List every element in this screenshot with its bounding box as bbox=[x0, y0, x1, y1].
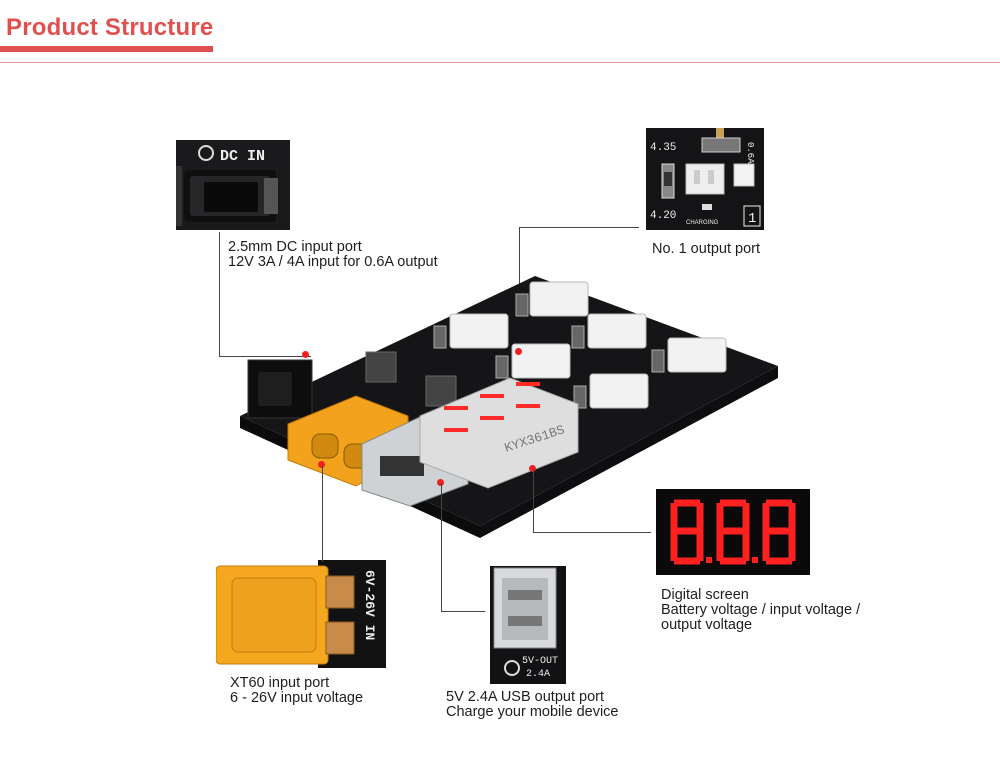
no1-v-lo: 4.20 bbox=[650, 210, 676, 222]
no1-output-callout: No. 1 output port bbox=[652, 241, 761, 257]
marker-xt60 bbox=[318, 461, 325, 468]
dc-leader-v bbox=[219, 232, 220, 356]
digital-screen-photo bbox=[656, 489, 810, 575]
display-leader-h bbox=[533, 532, 651, 533]
marker-usb bbox=[437, 479, 444, 486]
xt60-callout: XT60 input port 6 - 26V input voltage bbox=[230, 675, 364, 706]
no1-charging: CHARGING bbox=[686, 220, 719, 226]
usb-leader-h bbox=[441, 611, 485, 612]
marker-display bbox=[529, 465, 536, 472]
no1-output-port-photo: 4.35 0.6A 4.20 CHARGING 1 bbox=[646, 128, 764, 230]
usb-leader-v bbox=[441, 483, 442, 611]
header-divider bbox=[0, 62, 1000, 63]
page-header: Product Structure bbox=[0, 0, 1000, 64]
usb-rating-1: 5V-OUT bbox=[522, 656, 558, 667]
dc-leader-h bbox=[219, 356, 311, 357]
digital-screen-callout: Digital screen Battery voltage / input v… bbox=[661, 587, 861, 633]
no1-number: 1 bbox=[748, 211, 756, 227]
usb-callout: 5V 2.4A USB output port Charge your mobi… bbox=[446, 689, 619, 720]
dc-in-silkscreen: DC IN bbox=[220, 148, 265, 165]
usb-port-photo: 5V-OUT 2.4A bbox=[490, 566, 566, 684]
xt60-range-silkscreen: 6V-26V IN bbox=[362, 570, 377, 640]
no1-v-hi: 4.35 bbox=[650, 142, 676, 154]
xt60-port-photo: 6V-26V IN bbox=[216, 560, 386, 668]
xt60-leader bbox=[322, 466, 323, 562]
marker-no1 bbox=[515, 348, 522, 355]
page-title: Product Structure bbox=[6, 14, 214, 41]
no1-current: 0.6A bbox=[745, 142, 755, 164]
title-underline bbox=[0, 46, 213, 52]
marker-dc bbox=[302, 351, 309, 358]
display-leader-v bbox=[533, 469, 534, 532]
usb-rating-2: 2.4A bbox=[526, 669, 550, 680]
charger-board-photo: KYX361BS bbox=[240, 276, 778, 538]
no1-leader-h bbox=[519, 227, 639, 228]
dc-input-callout: 2.5mm DC input port 12V 3A / 4A input fo… bbox=[228, 239, 438, 270]
dc-input-photo: DC IN bbox=[176, 140, 290, 230]
